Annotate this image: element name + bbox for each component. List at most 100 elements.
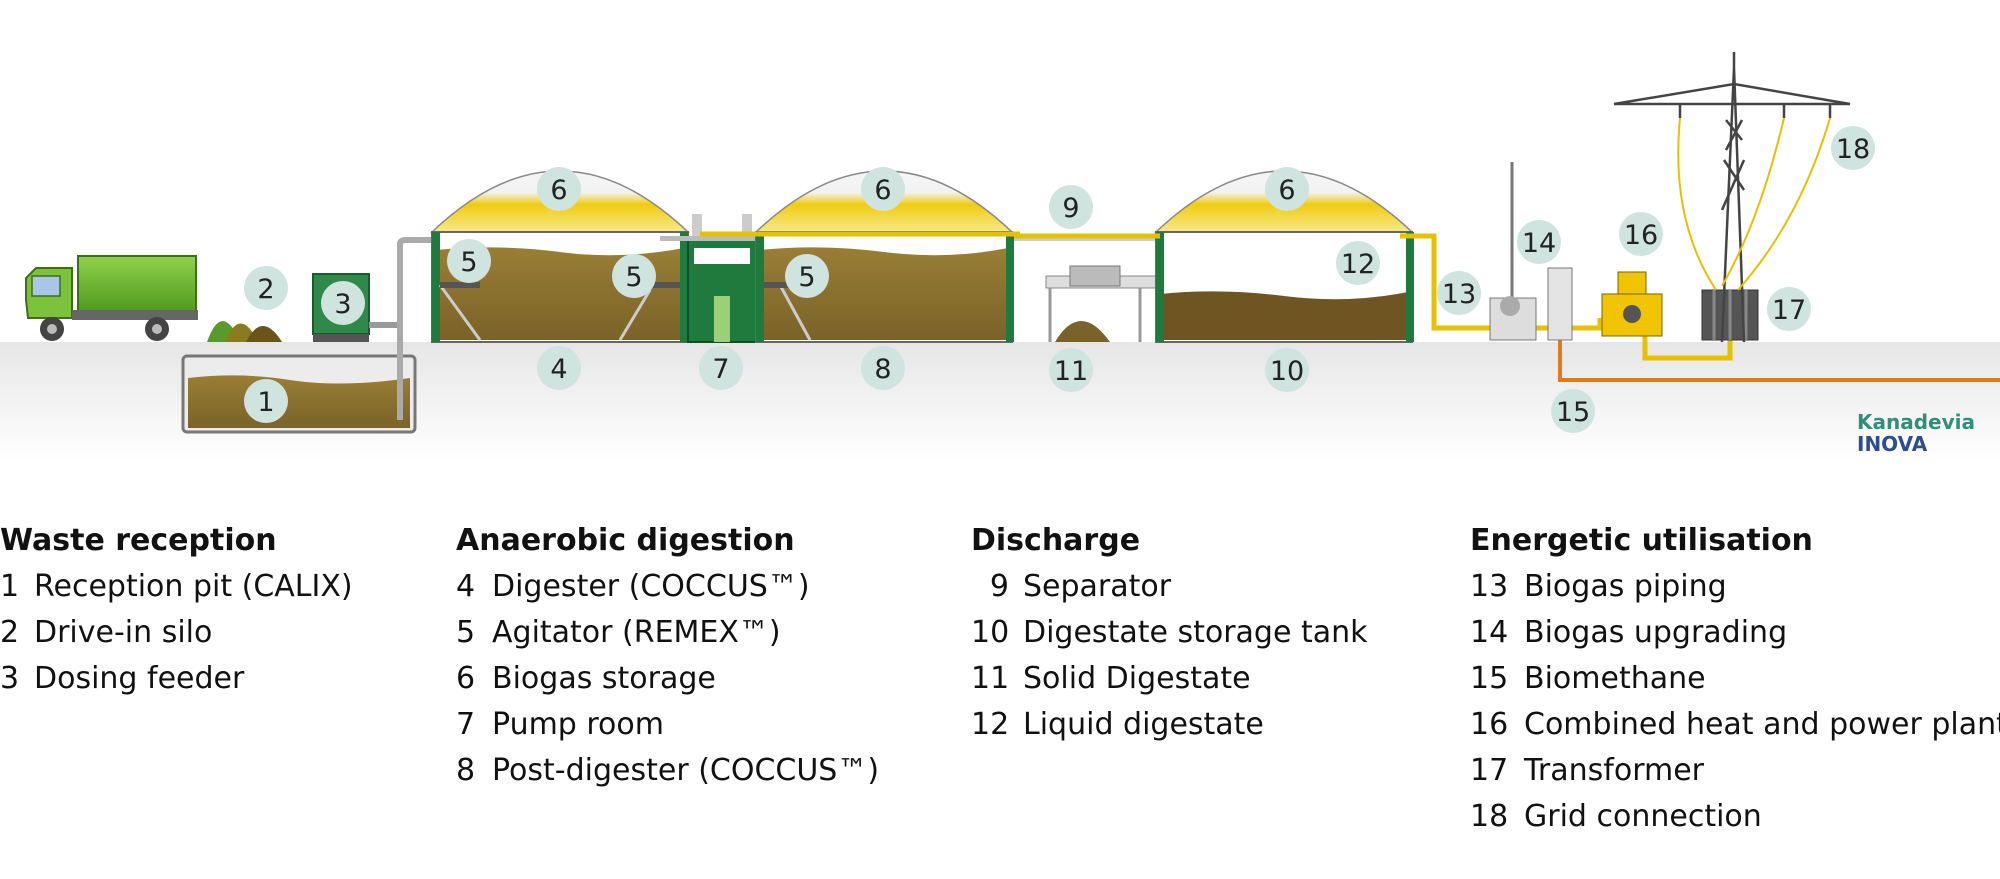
legend-label: Combined heat and power plant bbox=[1524, 707, 2000, 742]
drive-in-silo bbox=[207, 321, 282, 342]
legend-label: Biogas storage bbox=[492, 661, 716, 696]
legend-item: 8 Post-digester (COCCUS™) bbox=[456, 748, 879, 794]
badge-14: 14 bbox=[1517, 220, 1561, 264]
badge-10-label: 10 bbox=[1270, 356, 1304, 387]
transformer bbox=[1701, 289, 1759, 341]
legend-label: Biomethane bbox=[1524, 661, 1706, 696]
badge-13-label: 13 bbox=[1442, 279, 1476, 310]
badge-18: 18 bbox=[1831, 126, 1875, 170]
legend-item: 1 Reception pit (CALIX) bbox=[0, 564, 353, 610]
badge-9: 9 bbox=[1049, 185, 1093, 229]
gas-pipe bbox=[700, 231, 1603, 331]
badge-1: 1 bbox=[244, 379, 288, 423]
badge-10: 10 bbox=[1265, 348, 1309, 392]
legend-label: Transformer bbox=[1524, 753, 1705, 788]
badge-5c-label: 5 bbox=[798, 262, 815, 293]
digestate-storage-tank bbox=[1154, 170, 1414, 343]
legend-item: 13 Biogas piping bbox=[1470, 564, 2000, 610]
legend-item: 12 Liquid digestate bbox=[971, 702, 1368, 748]
legend-num: 8 bbox=[456, 753, 476, 788]
badge-18-label: 18 bbox=[1836, 134, 1870, 165]
badge-17: 17 bbox=[1767, 287, 1811, 331]
badge-11-label: 11 bbox=[1054, 356, 1088, 387]
badge-15: 15 bbox=[1551, 389, 1595, 433]
badge-11: 11 bbox=[1049, 348, 1093, 392]
feed-pipe bbox=[397, 237, 436, 330]
legend-item: 7 Pump room bbox=[456, 702, 879, 748]
legend-label: Grid connection bbox=[1524, 799, 1762, 834]
legend-label: Biogas piping bbox=[1524, 569, 1727, 604]
legend-title: Energetic utilisation bbox=[1470, 523, 1813, 558]
legend-num: 18 bbox=[1470, 799, 1509, 834]
reception-pit bbox=[181, 250, 417, 434]
legend-num: 9 bbox=[989, 569, 1009, 604]
badge-2: 2 bbox=[244, 266, 288, 310]
legend-label: Reception pit (CALIX) bbox=[34, 569, 353, 604]
legend-num: 13 bbox=[1470, 569, 1509, 604]
badge-6b-label: 6 bbox=[874, 175, 891, 206]
badge-6c: 6 bbox=[1265, 167, 1309, 211]
badge-8-label: 8 bbox=[874, 354, 891, 385]
badge-4: 4 bbox=[537, 346, 581, 390]
biogas-plant-diagram: 1 2 3 4 5 5 5 6 6 6 7 8 9 10 11 12 13 14… bbox=[0, 52, 2000, 462]
legend-item: 3 Dosing feeder bbox=[0, 656, 353, 702]
badge-5b-label: 5 bbox=[625, 262, 642, 293]
badge-16-label: 16 bbox=[1624, 220, 1658, 251]
legend-label: Pump room bbox=[492, 707, 664, 742]
badge-1-label: 1 bbox=[257, 387, 274, 418]
legend-label: Separator bbox=[1023, 569, 1172, 604]
legend-label: Solid Digestate bbox=[1023, 661, 1251, 696]
badge-7: 7 bbox=[699, 346, 743, 390]
chp-plant bbox=[1601, 271, 1663, 337]
badge-9-label: 9 bbox=[1062, 193, 1079, 224]
legend-num: 10 bbox=[971, 615, 1010, 650]
legend-num: 3 bbox=[0, 661, 20, 696]
legend-num: 11 bbox=[971, 661, 1010, 696]
legend-label: Post-digester (COCCUS™) bbox=[492, 753, 880, 788]
power-pylon bbox=[1613, 52, 1851, 343]
badge-12-label: 12 bbox=[1341, 249, 1375, 280]
badge-5b: 5 bbox=[612, 254, 656, 298]
biomethane-pipe bbox=[1558, 330, 2000, 382]
badge-6c-label: 6 bbox=[1278, 175, 1295, 206]
legend-discharge: Discharge 9 Separator 10 Digestate storage… bbox=[971, 518, 1368, 748]
badge-4-label: 4 bbox=[550, 354, 567, 385]
legend-title: Discharge bbox=[971, 523, 1141, 558]
legend-num: 14 bbox=[1470, 615, 1509, 650]
legend-num: 17 bbox=[1470, 753, 1509, 788]
legend-label: Liquid digestate bbox=[1023, 707, 1264, 742]
legend-num: 7 bbox=[456, 707, 476, 742]
badge-6a: 6 bbox=[537, 167, 581, 211]
badge-2-label: 2 bbox=[257, 274, 274, 305]
legend-item: 11 Solid Digestate bbox=[971, 656, 1368, 702]
badge-8: 8 bbox=[861, 346, 905, 390]
legend-label: Dosing feeder bbox=[34, 661, 245, 696]
legend-num: 5 bbox=[456, 615, 476, 650]
badge-5a: 5 bbox=[447, 239, 491, 283]
legend-item: 18 Grid connection bbox=[1470, 794, 2000, 840]
badge-group: 1 2 3 4 5 5 5 6 6 6 7 8 9 10 11 12 13 14… bbox=[244, 126, 1875, 433]
legend-label: Digestate storage tank bbox=[1023, 615, 1368, 650]
badge-5a-label: 5 bbox=[460, 247, 477, 278]
legend-num: 16 bbox=[1470, 707, 1509, 742]
upgrading-unit bbox=[1489, 162, 1573, 341]
badge-13: 13 bbox=[1437, 271, 1481, 315]
gas-pipe-chp bbox=[1642, 328, 1733, 361]
badge-3-label: 3 bbox=[334, 289, 351, 320]
badge-17-label: 17 bbox=[1772, 295, 1806, 326]
legend-label: Biogas upgrading bbox=[1524, 615, 1788, 650]
legend-item: 10 Digestate storage tank bbox=[971, 610, 1368, 656]
legend-item: 17 Transformer bbox=[1470, 748, 2000, 794]
legend-num: 1 bbox=[0, 569, 20, 604]
legend-num: 12 bbox=[971, 707, 1010, 742]
badge-16: 16 bbox=[1619, 212, 1663, 256]
badge-15-label: 15 bbox=[1556, 397, 1590, 428]
badge-5c: 5 bbox=[785, 254, 829, 298]
badge-3: 3 bbox=[321, 281, 365, 325]
